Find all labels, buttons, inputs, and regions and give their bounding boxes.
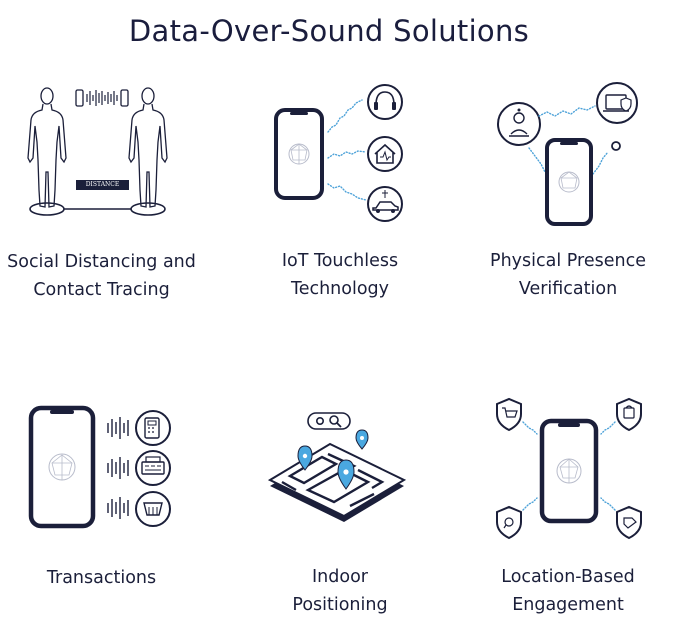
label-line-2: Engagement bbox=[512, 595, 624, 615]
label-line-1: Location-Based bbox=[501, 567, 635, 587]
solution-label-social-distancing: Social Distancing and Contact Tracing bbox=[0, 248, 203, 304]
label-line-1: Physical Presence bbox=[490, 251, 646, 271]
solution-label-physical-presence: Physical Presence Verification bbox=[468, 247, 668, 303]
solution-label-location-engagement: Location-Based Engagement bbox=[468, 563, 668, 619]
transactions-illustration bbox=[28, 405, 178, 530]
label-line-2: Contact Tracing bbox=[33, 280, 170, 300]
solution-label-transactions: Transactions bbox=[0, 564, 203, 592]
solution-label-iot-touchless: IoT Touchless Technology bbox=[240, 247, 440, 303]
location-engagement-illustration bbox=[493, 394, 645, 544]
label-line-2: Verification bbox=[518, 279, 618, 299]
label-line-1: Transactions bbox=[46, 568, 157, 588]
label-line-1: Social Distancing and bbox=[7, 252, 196, 272]
label-line-2: Positioning bbox=[292, 595, 388, 615]
social-distancing-illustration: DISTANCE bbox=[20, 80, 190, 225]
label-line-1: IoT Touchless bbox=[281, 251, 399, 271]
page-title: Data-Over-Sound Solutions bbox=[128, 14, 530, 48]
iot-touchless-illustration bbox=[270, 80, 410, 222]
distance-badge: DISTANCE bbox=[85, 181, 120, 188]
label-line-1: Indoor bbox=[312, 567, 368, 587]
indoor-positioning-illustration bbox=[262, 410, 412, 522]
solution-label-indoor-positioning: Indoor Positioning bbox=[240, 563, 440, 619]
physical-presence-illustration bbox=[495, 78, 645, 228]
label-line-2: Technology bbox=[290, 279, 390, 299]
